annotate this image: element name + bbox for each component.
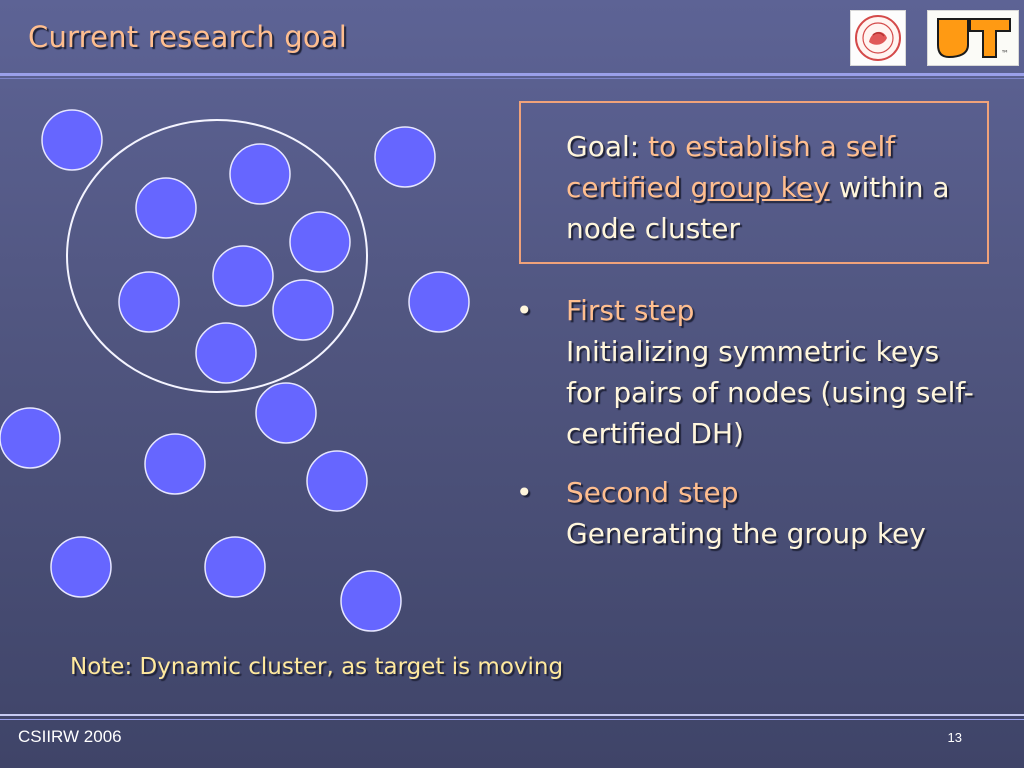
node-outside-3 [408,271,470,333]
footer-divider [0,714,1024,716]
node-cluster-7 [195,322,257,384]
second-step-title: Second step [566,476,739,509]
goal-box [519,101,989,264]
node-outside-5 [0,407,61,469]
seal-graphic [855,15,901,61]
header-divider [0,73,1024,76]
node-outside-7 [306,450,368,512]
footer-conference: CSIIRW 2006 [18,727,122,746]
node-cluster-2 [135,177,197,239]
first-step-title: First step [566,294,695,327]
node-cluster-4 [212,245,274,307]
university-seal-logo [850,10,906,66]
node-cluster-1 [229,143,291,205]
bullet-icon: • [516,476,533,509]
goal-statement: Goal: to establish a self certified grou… [566,126,976,249]
footer-divider-thin [0,719,1024,720]
goal-description: to establish a self certified [566,130,896,204]
group-key-term: group key [690,171,830,204]
page-number: 13 [947,730,962,745]
node-outside-4 [255,382,317,444]
ut-logo-graphic: ™ [936,18,1011,59]
goal-label: Goal: [566,130,640,163]
node-outside-10 [340,570,402,632]
node-outside-1 [41,109,103,171]
header-divider-thin [0,78,1024,79]
node-outside-2 [374,126,436,188]
slide-title: Current research goal [28,20,347,54]
first-step-description: Initializing symmetric keys for pairs of… [566,335,974,450]
node-cluster-6 [272,279,334,341]
node-outside-6 [144,433,206,495]
second-step-description: Generating the group key [566,517,926,550]
goal-context: within a node cluster [566,171,950,245]
ut-logo: ™ [927,10,1019,66]
step-list: • First step Initializing symmetric keys… [512,290,982,572]
bullet-icon: • [516,294,533,327]
node-cluster-5 [118,271,180,333]
ut-trademark: ™ [1001,49,1009,58]
node-cluster-3 [289,211,351,273]
node-outside-8 [50,536,112,598]
cluster-note: Note: Dynamic cluster, as target is movi… [70,654,564,680]
node-outside-9 [204,536,266,598]
step-item-second: • Second step Generating the group key [512,472,982,554]
cluster-boundary [66,119,368,393]
step-item-first: • First step Initializing symmetric keys… [512,290,982,454]
